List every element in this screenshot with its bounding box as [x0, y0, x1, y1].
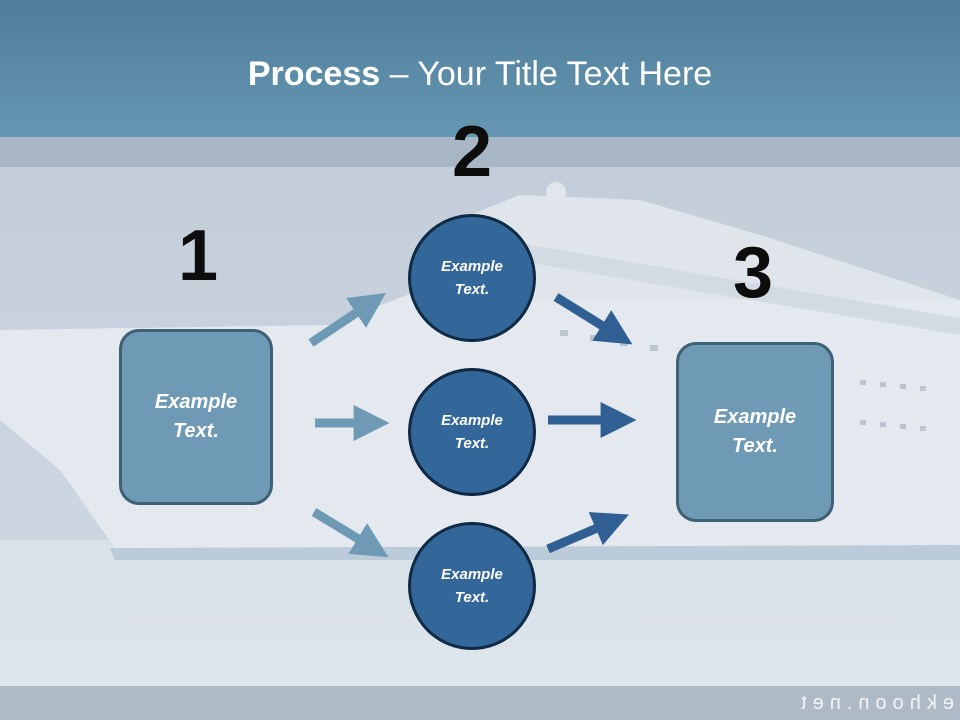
step-2-circle-top[interactable]: Example Text.	[408, 214, 536, 342]
step-number-2: 2	[451, 112, 493, 192]
step-1-text-line2: Text.	[173, 420, 219, 442]
circle-top-text-line2: Text.	[454, 281, 490, 298]
circle-top-text: Example Text.	[441, 255, 503, 301]
step-3-text: Example Text.	[714, 403, 796, 461]
arrow-box1-to-circle-top	[308, 293, 386, 347]
title-bar	[0, 0, 960, 137]
step-3-box[interactable]: Example Text.	[676, 342, 834, 522]
step-1-box[interactable]: Example Text.	[119, 329, 273, 505]
step-number-3: 3	[732, 233, 774, 313]
arrow-circle-bottom-to-box3	[546, 512, 629, 554]
watermark-text: ekhoon.net	[795, 692, 954, 714]
step-3-text-line1: Example	[713, 406, 797, 428]
step-2-circle-bottom[interactable]: Example Text.	[408, 522, 536, 650]
slide-title: Process – Your Title Text Here	[0, 52, 960, 96]
step-2-circle-middle[interactable]: Example Text.	[408, 368, 536, 496]
circle-bottom-text-line2: Text.	[454, 589, 490, 606]
circle-middle-text-line2: Text.	[454, 435, 490, 452]
circle-bottom-text-line1: Example	[441, 566, 503, 583]
circle-middle-text-line1: Example	[441, 412, 503, 429]
title-underband	[0, 137, 960, 167]
step-3-text-line2: Text.	[732, 435, 778, 457]
step-1-text: Example Text.	[155, 388, 237, 446]
circle-bottom-text: Example Text.	[441, 563, 503, 609]
step-1-text-line1: Example	[154, 391, 238, 413]
circle-top-text-line1: Example	[441, 258, 503, 275]
footer-band	[0, 686, 960, 720]
slide-title-bold: Process	[247, 55, 381, 93]
circle-middle-text: Example Text.	[441, 409, 503, 455]
slide-title-rest: – Your Title Text Here	[380, 55, 713, 93]
step-number-1: 1	[177, 216, 219, 296]
arrow-circle-top-to-box3	[553, 293, 633, 345]
arrow-box1-to-circle-bottom	[311, 508, 389, 558]
